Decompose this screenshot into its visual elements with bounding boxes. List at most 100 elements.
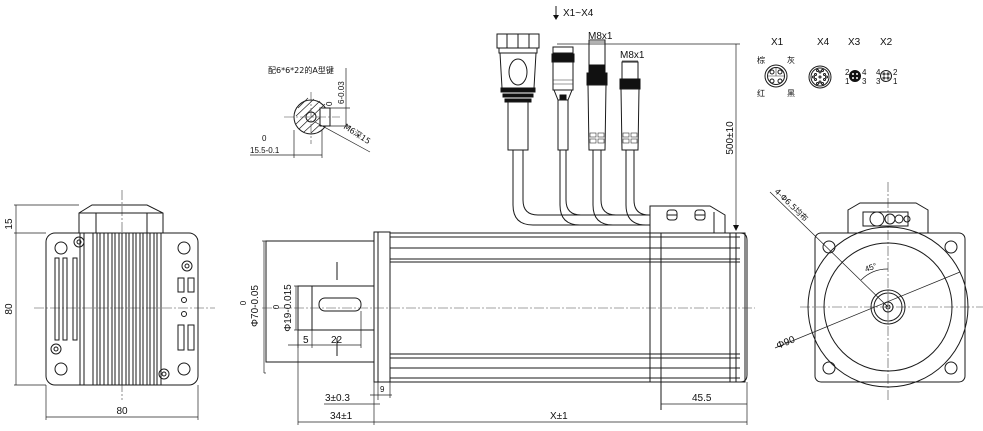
x4-pin [825, 75, 828, 79]
pcd-label: Φ90 [775, 334, 797, 352]
motor-body [389, 232, 746, 383]
mount-hole-icon [944, 361, 958, 375]
rear-height-label: 80 [4, 303, 15, 315]
m8-connector-1 [586, 39, 608, 151]
pilot-depth-label: 3±0.3 [325, 393, 350, 404]
fin [135, 232, 141, 386]
thread-label-1: M8x1 [588, 31, 613, 42]
fin [149, 232, 155, 386]
front-outer-circle [807, 226, 969, 388]
fin [128, 232, 134, 386]
pinout-x3-title: X3 [848, 37, 861, 48]
x3-pin-1: 1 [845, 77, 850, 86]
side-view: 0 Φ70-0.05 0 Φ19-0.015 5 22 9 3±0.3 34±1… [239, 205, 755, 425]
flange-thickness-label: 9 [380, 385, 385, 394]
key-length-label: 22 [331, 335, 343, 346]
rear-hole-icon [177, 362, 191, 376]
pilot-upper-tol: 0 [239, 300, 248, 305]
rear-hole-icon [54, 241, 68, 255]
pinout-x3-connector-icon [849, 70, 861, 82]
connector-cables: X1~X4 [496, 6, 740, 231]
thread-label-2: M8x1 [620, 50, 645, 61]
x4-pin [821, 82, 824, 85]
rear-hole-icon [54, 362, 68, 376]
keyway [318, 297, 362, 312]
fin [156, 232, 162, 386]
x1-pin-black: 黑 [787, 89, 795, 98]
mount-hole-icon [822, 361, 836, 375]
x2-pin-4: 4 [876, 68, 881, 77]
x3-pin-2: 2 [845, 68, 850, 77]
x1-pin-brown: 棕 [757, 55, 765, 65]
rear-top-offset-label: 15 [4, 218, 15, 230]
cable-bundle [512, 150, 650, 226]
pinout-x4-connector-icon [808, 65, 832, 89]
key-height-upper-tol: 0 [325, 101, 334, 106]
x4-pin [818, 70, 822, 74]
tapped-hole-label: M6深15 [342, 122, 372, 146]
x1-pin-red: 红 [757, 88, 765, 98]
mount-hole-icon [822, 240, 836, 254]
fin [142, 232, 148, 386]
x4-pin [823, 73, 826, 76]
fin [62, 257, 68, 341]
m8-connector-2 [619, 61, 641, 151]
connector-header-label: X1~X4 [563, 8, 594, 19]
power-connector [496, 33, 540, 151]
fin [121, 232, 127, 386]
x2-pin-2: 2 [893, 68, 898, 77]
front-encoder-housing [847, 202, 929, 233]
x4-pin [812, 75, 815, 79]
x4-pin [818, 80, 822, 84]
rear-connector-housing [78, 204, 164, 233]
mount-hole-icon [944, 240, 958, 254]
key-note-label: 配6*6*22的A型键 [268, 65, 334, 75]
total-length-label: X±1 [550, 411, 568, 422]
pinout-x1-title: X1 [771, 37, 784, 48]
key-offset-label: 5 [303, 335, 309, 346]
pinout-x1-connector-icon [764, 64, 788, 88]
rear-cooling-fins [54, 232, 162, 386]
encoder-connector [551, 46, 575, 151]
shaft-depth-upper-tol: 0 [262, 134, 267, 143]
cable-length-label: 500±10 [725, 121, 736, 155]
x3-pin-4: 4 [862, 68, 867, 77]
pinout-x2-connector-icon [880, 70, 892, 82]
fin [114, 232, 120, 386]
shaft-depth-label: 15.5-0.1 [250, 146, 280, 155]
fin [107, 232, 113, 386]
pilot-diameter-label: Φ70-0.05 [250, 285, 261, 327]
x3-pin-3: 3 [862, 77, 867, 86]
pinout-x4-title: X4 [817, 37, 830, 48]
rear-hole-icon [177, 241, 191, 255]
pinout-views: X1 X4 X3 X2 棕 灰 红 黑 2 4 1 [757, 37, 898, 98]
front-flange [814, 232, 966, 383]
fin [72, 257, 78, 341]
x4-pin [818, 75, 822, 79]
x4-pin [816, 82, 819, 85]
x4-pin [823, 78, 826, 81]
x1-pin-grey: 灰 [787, 55, 795, 65]
shaft-upper-tol: 0 [272, 304, 281, 309]
rear-length-label: 45.5 [692, 393, 712, 404]
fin [54, 257, 60, 341]
fin [92, 232, 98, 386]
rear-width-label: 80 [116, 406, 128, 417]
pinout-x2-title: X2 [880, 37, 893, 48]
x4-pin [816, 69, 819, 72]
x4-pin [814, 78, 817, 81]
x2-pin-3: 3 [876, 77, 881, 86]
flange [373, 231, 391, 383]
angle-label: 45° [864, 261, 878, 274]
mount-holes-label: 4-Φ6.5均布 [773, 186, 811, 223]
front-view: 4-Φ6.5均布 45° Φ90 [769, 182, 983, 400]
encoder-housing [649, 205, 726, 233]
x4-pin [821, 69, 824, 72]
rear-view: 15 80 80 [4, 190, 215, 420]
fin [79, 232, 85, 386]
x4-pin [814, 73, 817, 76]
x2-pin-1: 1 [893, 77, 898, 86]
key-height-label: 6-0.03 [337, 81, 346, 104]
shaft-section-view: 配6*6*22的A型键 0 6-0.03 M6深15 0 15.5-0.1 [250, 65, 372, 158]
